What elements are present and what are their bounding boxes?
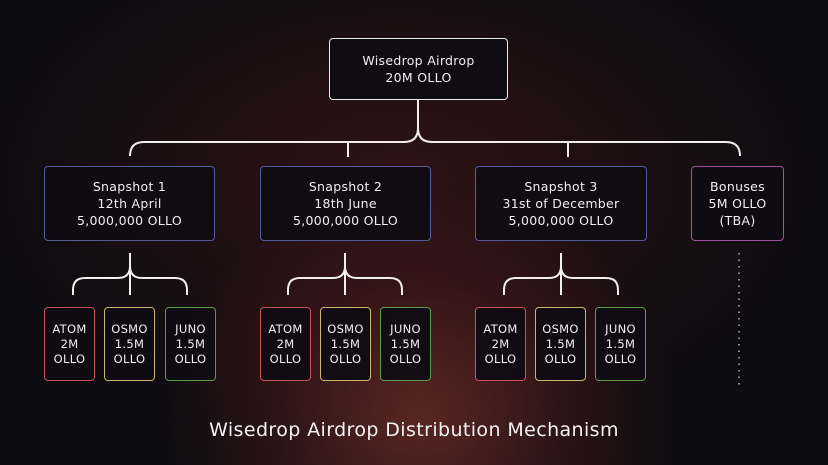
root-amount: 20M OLLO [385, 70, 452, 85]
snapshot2-brace [287, 253, 403, 295]
snapshot-2-node: Snapshot 2 18th June 5,000,000 OLLO [260, 166, 431, 241]
token-name: OSMO [111, 321, 148, 336]
token-unit: OLLO [53, 351, 86, 366]
snapshot-date: 12th April [97, 196, 162, 211]
token-name: OSMO [327, 321, 364, 336]
snapshot3-brace [503, 253, 619, 295]
root-node: Wisedrop Airdrop 20M OLLO [329, 38, 508, 100]
token-name: OSMO [542, 321, 579, 336]
token-unit: OLLO [484, 351, 517, 366]
snapshot-3-node: Snapshot 3 31st of December 5,000,000 OL… [475, 166, 647, 241]
token-amount: 2M [60, 336, 79, 351]
bonuses-node: Bonuses 5M OLLO (TBA) [691, 166, 784, 241]
snapshot-title: Snapshot 2 [308, 179, 383, 194]
token-name: JUNO [605, 321, 636, 336]
token-amount: 1.5M [545, 336, 576, 351]
snapshot-date: 18th June [314, 196, 377, 211]
token-unit: OLLO [113, 351, 146, 366]
diagram-caption: Wisedrop Airdrop Distribution Mechanism [209, 419, 619, 441]
snapshot-amount: 5,000,000 OLLO [77, 213, 182, 228]
token-amount: 1.5M [114, 336, 145, 351]
token-unit: OLLO [604, 351, 637, 366]
token-unit: OLLO [174, 351, 207, 366]
token-amount: 1.5M [605, 336, 636, 351]
snapshot1-brace [72, 253, 188, 295]
bonuses-note: (TBA) [719, 213, 756, 228]
token-name: ATOM [52, 321, 87, 336]
snapshot-date: 31st of December [502, 196, 620, 211]
token-amount: 2M [276, 336, 295, 351]
snapshot-1-node: Snapshot 1 12th April 5,000,000 OLLO [44, 166, 215, 241]
token-amount: 2M [491, 336, 510, 351]
bonuses-amount: 5M OLLO [708, 196, 767, 211]
token-name: JUNO [390, 321, 421, 336]
token-name: ATOM [268, 321, 303, 336]
token-amount: 1.5M [175, 336, 206, 351]
snapshot-title: Snapshot 3 [524, 179, 598, 194]
token-unit: OLLO [389, 351, 422, 366]
token-amount: 1.5M [390, 336, 421, 351]
token-name: JUNO [175, 321, 206, 336]
token-unit: OLLO [544, 351, 577, 366]
snapshot-amount: 5,000,000 OLLO [293, 213, 398, 228]
token-unit: OLLO [269, 351, 302, 366]
root-title: Wisedrop Airdrop [362, 53, 475, 68]
snapshot-title: Snapshot 1 [92, 179, 167, 194]
root-brace [129, 100, 741, 157]
snapshot-amount: 5,000,000 OLLO [508, 213, 614, 228]
token-name: ATOM [483, 321, 518, 336]
token-amount: 1.5M [330, 336, 361, 351]
token-unit: OLLO [329, 351, 362, 366]
bonuses-title: Bonuses [710, 179, 765, 194]
